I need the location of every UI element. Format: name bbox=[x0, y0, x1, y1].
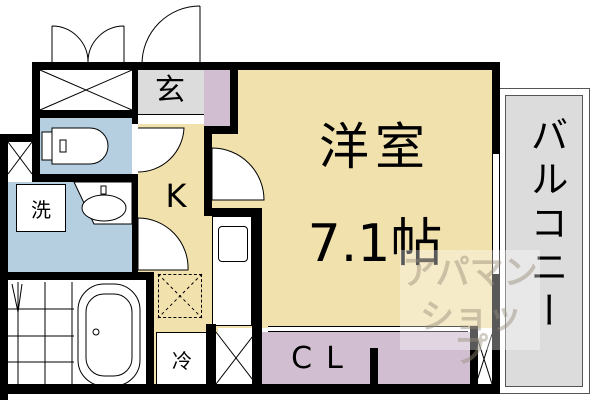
storage-x-icon-bottom bbox=[215, 331, 257, 385]
closet bbox=[262, 332, 472, 384]
balcony bbox=[498, 88, 590, 394]
watermark-line2: ショップ bbox=[420, 297, 522, 371]
fridge-space-dashed bbox=[158, 274, 202, 318]
pipe-x-icon bbox=[7, 141, 33, 175]
shoe-storage bbox=[204, 70, 230, 126]
washer-space: 洗 bbox=[16, 184, 66, 232]
toilet-icon bbox=[41, 127, 109, 165]
entrance-step bbox=[138, 114, 204, 124]
balcony-label: バルコニー bbox=[524, 115, 568, 335]
bath-floor-grid bbox=[8, 282, 74, 390]
watermark bbox=[400, 250, 540, 350]
entrance-label: 玄 bbox=[155, 73, 185, 108]
bathtub-icon bbox=[77, 283, 141, 387]
front-door-icon bbox=[141, 5, 201, 66]
room-door-icon bbox=[211, 147, 265, 201]
wall bbox=[32, 62, 500, 70]
stove-icon bbox=[218, 226, 248, 262]
western-room-size: 7.1帖 bbox=[307, 214, 443, 274]
western-room-label: 洋室 bbox=[319, 118, 431, 176]
kitchen-label: K bbox=[165, 177, 187, 215]
balcony-window bbox=[492, 154, 500, 274]
fridge-space: 冷 bbox=[156, 332, 208, 386]
double-door-icon bbox=[51, 25, 125, 64]
toilet-door-icon bbox=[137, 127, 185, 173]
entrance bbox=[138, 70, 204, 114]
closet-divider bbox=[370, 348, 378, 386]
closet-track bbox=[268, 326, 468, 332]
closet-label: CL bbox=[291, 341, 357, 376]
pipe-x-icon-bottom bbox=[475, 333, 493, 385]
storage-x-icon bbox=[39, 69, 133, 111]
watermark-line1: アパマン bbox=[402, 253, 538, 293]
washroom-door-icon bbox=[137, 217, 189, 271]
sink-icon bbox=[73, 181, 133, 225]
fridge-dashed-x-icon bbox=[157, 273, 203, 319]
